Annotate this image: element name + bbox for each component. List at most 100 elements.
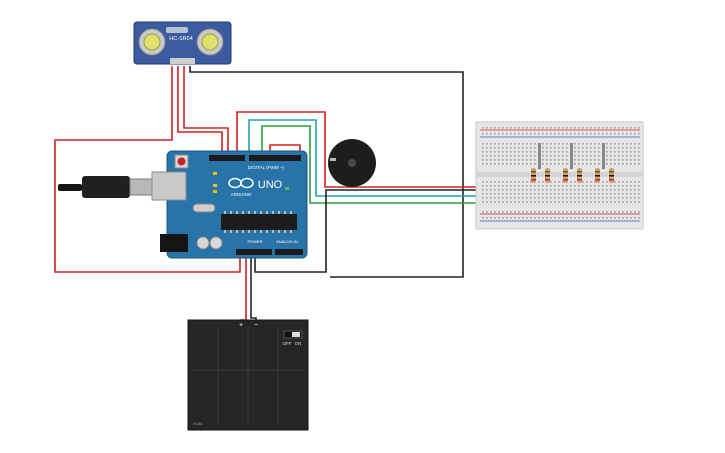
usb-plug-icon[interactable] (58, 176, 153, 198)
breadboard-hole (534, 217, 536, 219)
breadboard-hole (486, 185, 488, 187)
breadboard-hole (626, 197, 628, 199)
breadboard-hole (482, 127, 484, 129)
breadboard-hole (546, 193, 548, 195)
breadboard-hole (494, 189, 496, 191)
breadboard-hole (518, 211, 520, 213)
breadboard-hole (578, 201, 580, 203)
wire-green[interactable] (261, 125, 612, 204)
breadboard-hole (498, 163, 500, 165)
breadboard-hole (554, 159, 556, 161)
resistor-icon[interactable] (563, 168, 582, 183)
breadboard-hole (482, 197, 484, 199)
breadboard-hole (510, 163, 512, 165)
breadboard-hole (510, 201, 512, 203)
breadboard-hole (606, 201, 608, 203)
breadboard-hole (502, 197, 504, 199)
resistor-icon[interactable] (531, 168, 550, 183)
breadboard-hole (482, 155, 484, 157)
breadboard-hole (482, 181, 484, 183)
breadboard-hole (514, 217, 516, 219)
led-rx-icon (213, 190, 217, 193)
breadboard-hole (514, 193, 516, 195)
led-icon[interactable] (538, 143, 541, 169)
breadboard-hole (526, 147, 528, 149)
breadboard-hole (562, 189, 564, 191)
wire-sensor-echo[interactable] (183, 66, 229, 158)
breadboard-hole (598, 189, 600, 191)
wire-battery-pos[interactable] (240, 258, 247, 327)
breadboard-hole (522, 211, 524, 213)
breadboard-hole (614, 201, 616, 203)
breadboard-hole (530, 189, 532, 191)
breadboard-hole (638, 189, 640, 191)
breadboard-hole (510, 211, 512, 213)
breadboard-hole (578, 163, 580, 165)
breadboard-hole (630, 185, 632, 187)
arduino-uno[interactable]: DIGITAL (PWM ~) UNO ARDUINO (58, 150, 308, 259)
breadboard-hole (634, 159, 636, 161)
breadboard-hole (526, 193, 528, 195)
battery-switch[interactable] (283, 330, 303, 339)
breadboard-hole (526, 181, 528, 183)
breadboard-hole (558, 127, 560, 129)
breadboard-hole (602, 185, 604, 187)
breadboard-hole (538, 217, 540, 219)
breadboard-hole (526, 151, 528, 153)
breadboard-hole (634, 133, 636, 135)
breadboard-hole (498, 189, 500, 191)
breadboard-hole (522, 155, 524, 157)
wire-sensor-gnd[interactable] (189, 66, 464, 278)
breadboard-hole (630, 127, 632, 129)
resistor-icon[interactable] (595, 168, 614, 183)
led-icon[interactable] (570, 143, 573, 169)
ultrasonic-sensor[interactable]: HC-SR04 (133, 21, 232, 65)
breadboard-hole (630, 143, 632, 145)
breadboard-hole (486, 193, 488, 195)
breadboard-hole (566, 193, 568, 195)
breadboard-hole (554, 185, 556, 187)
breadboard-hole (494, 151, 496, 153)
breadboard-hole (574, 189, 576, 191)
breadboard-hole (626, 155, 628, 157)
wire-teal[interactable] (248, 119, 612, 197)
breadboard-hole (638, 211, 640, 213)
breadboard-hole (518, 127, 520, 129)
led-icon[interactable] (602, 143, 605, 169)
breadboard-hole (590, 185, 592, 187)
breadboard-hole (610, 151, 612, 153)
breadboard-hole (542, 197, 544, 199)
breadboard-hole (586, 217, 588, 219)
breadboard-hole (522, 163, 524, 165)
breadboard-hole (542, 185, 544, 187)
breadboard-hole (566, 189, 568, 191)
digital-label: DIGITAL (PWM ~) (248, 165, 285, 170)
breadboard-hole (506, 133, 508, 135)
breadboard-hole (558, 185, 560, 187)
breadboard-hole (498, 127, 500, 129)
breadboard[interactable] (475, 121, 644, 230)
battery-pack[interactable]: + − OFF ON 4xAA (187, 319, 309, 431)
breadboard-hole (558, 147, 560, 149)
breadboard-hole (638, 201, 640, 203)
breadboard-hole (578, 133, 580, 135)
breadboard-hole (502, 189, 504, 191)
breadboard-hole (562, 197, 564, 199)
breadboard-hole (622, 163, 624, 165)
breadboard-hole (530, 133, 532, 135)
breadboard-hole (486, 133, 488, 135)
breadboard-hole (506, 197, 508, 199)
arduino-model-label: UNO (258, 179, 283, 191)
breadboard-hole (534, 193, 536, 195)
breadboard-hole (578, 197, 580, 199)
breadboard-hole (614, 211, 616, 213)
breadboard-hole (494, 217, 496, 219)
breadboard-hole (558, 143, 560, 145)
breadboard-hole (538, 181, 540, 183)
breadboard-hole (530, 193, 532, 195)
buzzer-icon[interactable] (328, 139, 376, 187)
wire-sensor-trig[interactable] (177, 66, 223, 158)
breadboard-hole (502, 217, 504, 219)
breadboard-hole (638, 133, 640, 135)
wire-sensor-vcc[interactable] (54, 66, 241, 273)
